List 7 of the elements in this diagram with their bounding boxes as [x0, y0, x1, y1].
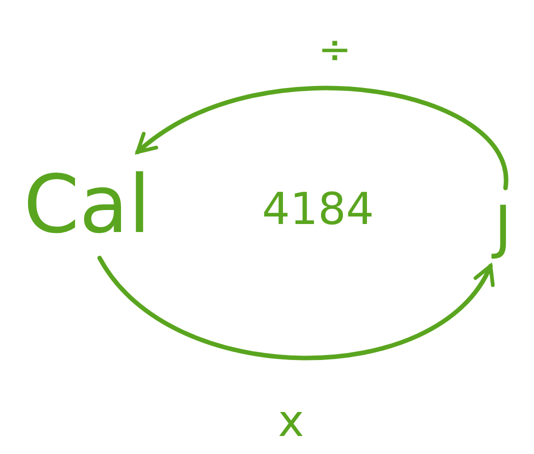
unit-label: J: [478, 196, 528, 258]
curved-arrow: [97, 256, 493, 360]
edge-label: ÷: [318, 30, 352, 70]
conversion-factor: 4184: [262, 188, 374, 232]
unit-label: Cal: [8, 160, 166, 250]
edge-label: x: [278, 400, 304, 444]
curved-arrow: [135, 86, 508, 190]
